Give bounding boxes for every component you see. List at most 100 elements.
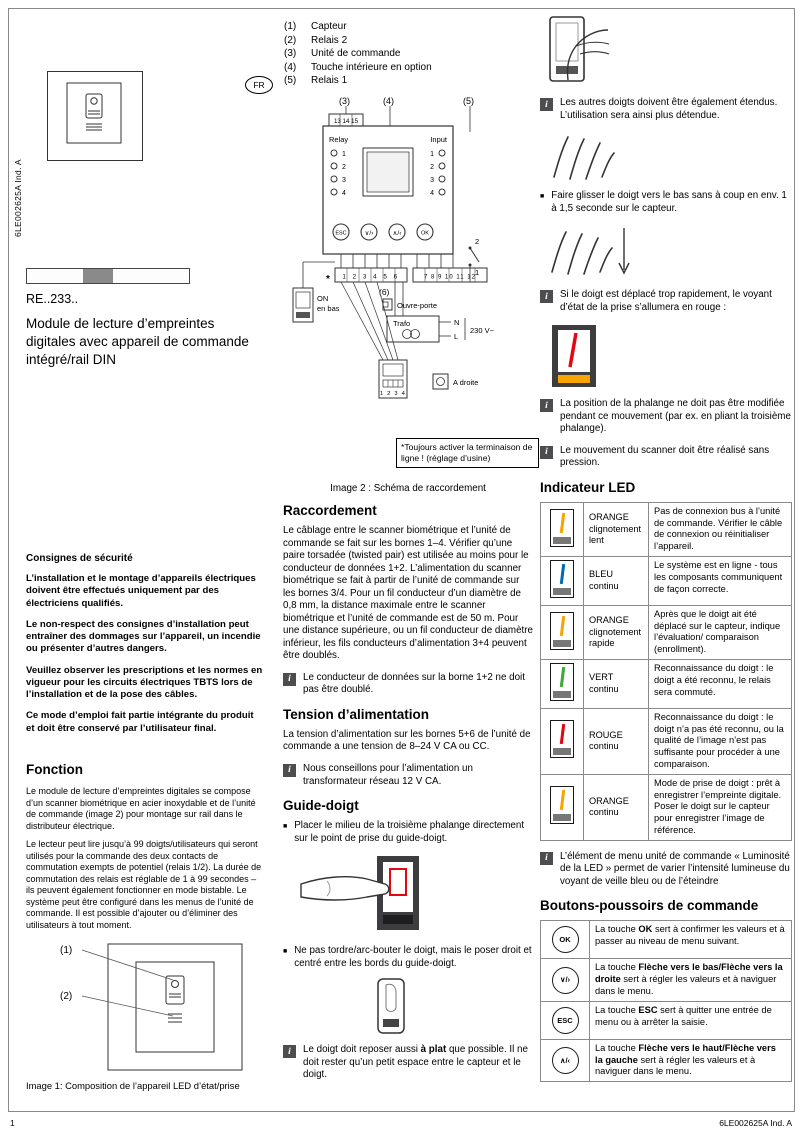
termination-note: *Toujours activer la terminaison de lign…: [396, 438, 539, 469]
terminal-strip-right: [412, 267, 488, 283]
led-color-label: ROUGE continu: [583, 707, 649, 775]
input-led-number: 4: [430, 190, 434, 197]
button-table-row: OK La touche OK sert à confirmer les val…: [540, 920, 792, 960]
voltage-label: 230 V~: [470, 326, 495, 335]
button-description: La touche Flèche vers le bas/Flèche vers…: [589, 958, 792, 1002]
bullet-text: Placer le milieu de la troisième phalang…: [294, 820, 525, 844]
button-icon-cell: ESC: [540, 1000, 590, 1040]
legend: (1)Capteur (2)Relais 2 (3) Unité de comma…: [284, 20, 534, 88]
button-icon-cell: ∨/›: [540, 958, 590, 1002]
neutral-label: N: [454, 318, 459, 327]
scanner-terminal-numbers: 1 2 3 4: [380, 391, 406, 397]
door-opener-label: Ouvre-porte: [397, 301, 437, 310]
led-table-row: VERT continu Reconnaissance du doigt : l…: [540, 659, 792, 709]
button-description: La touche ESC sert à quitter une entrée …: [589, 1000, 792, 1040]
note-text: Nous conseillons pour l’alimentation un …: [303, 762, 473, 787]
figure1-caption: Image 1: Composition de l’appareil LED d…: [26, 1080, 240, 1091]
led-icon-cell: [540, 501, 584, 558]
note-text: L’élément de menu unité de commande « Lu…: [560, 850, 790, 887]
esc-button-icon: ESC: [335, 231, 346, 237]
safety-paragraph: Ce mode d’emploi fait partie intégrante …: [26, 710, 254, 734]
product-code: RE..233..: [26, 292, 79, 306]
code-bar-segment: [83, 269, 113, 283]
legend-item: (1)Capteur: [284, 20, 534, 34]
button-table-row: ∧/‹ La touche Flèche vers le haut/Flèche…: [540, 1038, 792, 1083]
heading-tension: Tension d’alimentation: [283, 706, 430, 722]
on-label: ON: [317, 294, 328, 303]
legend-item: (2)Relais 2: [284, 34, 534, 48]
info-icon: i: [283, 763, 296, 777]
a-droite-label: A droite: [453, 378, 478, 387]
device-front-figure: [47, 71, 143, 161]
led-device-icon: [550, 663, 574, 702]
legend-text: Touche intérieure en option: [311, 61, 432, 73]
led-color-label: VERT continu: [583, 659, 649, 709]
product-block: RE..233.. Module de lecture d’empreintes…: [26, 292, 266, 368]
section-fonction: Fonction Le module de lecture d’empreint…: [26, 762, 264, 938]
relay-led-number: 1: [342, 151, 346, 158]
info-icon: i: [540, 445, 553, 459]
legend-number: (5): [284, 75, 297, 86]
terminal-numbers-left: 1 2 3 4 5 6: [342, 274, 399, 281]
legend-number: (3): [284, 48, 297, 59]
figure1-label-2: (2): [60, 991, 72, 1002]
figure1-label-1: (1): [60, 945, 72, 956]
note-text: Les autres doigts doivent être également…: [560, 97, 778, 121]
fonction-heading: Fonction: [26, 762, 83, 777]
led-device-icon: [550, 611, 574, 650]
bullet-item: ■ Placer le milieu de la troisième phala…: [283, 820, 533, 845]
top-terminal-numbers: 13 14 15: [334, 118, 359, 125]
heading-boutons: Boutons-poussoirs de commande: [540, 898, 759, 914]
line-label: L: [454, 332, 458, 341]
input-label: Input: [430, 135, 448, 144]
input-led-number: 3: [430, 177, 434, 184]
led-color-label: BLEU continu: [583, 556, 649, 606]
safety-paragraph: L’installation et le montage d’appareils…: [26, 573, 256, 609]
led-device-icon: [550, 508, 574, 547]
diagram-label-3: (3): [339, 96, 350, 106]
terminal-numbers-right: 7 8 9 10 11 12: [424, 275, 476, 281]
relay-led-number: 3: [342, 177, 346, 184]
relay-led-number: 4: [342, 190, 346, 197]
bullet-text: Faire glisser le doigt vers le bas sans …: [551, 190, 787, 214]
switch-mark-2: 2: [475, 237, 479, 246]
right-text-column: i Les autres doigts doivent être égaleme…: [540, 12, 792, 1092]
finger-guide-figure: [373, 977, 533, 1035]
info-note: i Si le doigt est déplacé trop rapidemen…: [540, 289, 792, 314]
trafo-label: Trafo: [393, 319, 410, 328]
diagram-label-6: (6): [379, 287, 390, 297]
button-description: La touche Flèche vers le haut/Flèche ver…: [589, 1038, 792, 1083]
led-color-label: ORANGE clignotement rapide: [583, 604, 649, 661]
safety-paragraph: Veuillez observer les prescriptions et l…: [26, 664, 263, 701]
figure2-caption: Image 2 : Schéma de raccordement: [330, 483, 486, 494]
note-text: Le conducteur de données sur la borne 1+…: [303, 671, 525, 696]
relay-label: Relay: [329, 135, 348, 144]
button-icon-cell: OK: [540, 920, 590, 960]
language-badge: FR: [245, 76, 273, 94]
led-table-row: BLEU continu Le système est en ligne - t…: [540, 556, 792, 606]
led-icon-cell: [540, 773, 584, 841]
legend-text: Relais 1: [311, 75, 348, 86]
control-unit-box: [322, 125, 454, 255]
legend-number: (4): [284, 61, 297, 73]
esc-button-icon: ESC: [551, 1006, 579, 1034]
led-table-row: ORANGE clignotement rapide Après que le …: [540, 604, 792, 661]
fonction-paragraph: Le module de lecture d’empreintes digita…: [26, 786, 256, 831]
led-color-label: ORANGE continu: [583, 773, 649, 841]
trafo-box: [386, 315, 440, 343]
figure2-wiring-diagram: (3) (4) (5) 13 14 15 Relay Input 1 2 3 4…: [292, 96, 495, 399]
info-note: i Le mouvement du scanner doit être réal…: [540, 445, 792, 470]
red-status-led-figure: [550, 323, 792, 389]
up-left-button-icon: ∧/‹: [551, 1046, 579, 1074]
hand-on-device-figure: [546, 14, 792, 88]
page-number: 1: [10, 1118, 15, 1128]
input-led-number: 1: [430, 151, 434, 158]
heading-guide-doigt: Guide-doigt: [283, 798, 359, 814]
side-code-vertical: 6LE002625A Ind. A: [13, 159, 23, 237]
slide-finger-figure: [546, 222, 792, 280]
led-table-row: ORANGE continu Mode de prise de doigt : …: [540, 773, 792, 841]
legend-text: Unité de commande: [311, 48, 401, 59]
led-color-label: ORANGE clignotement lent: [583, 501, 649, 558]
info-note: i L’élément de menu unité de commande « …: [540, 851, 792, 889]
en-bas-label: en bas: [317, 304, 340, 313]
